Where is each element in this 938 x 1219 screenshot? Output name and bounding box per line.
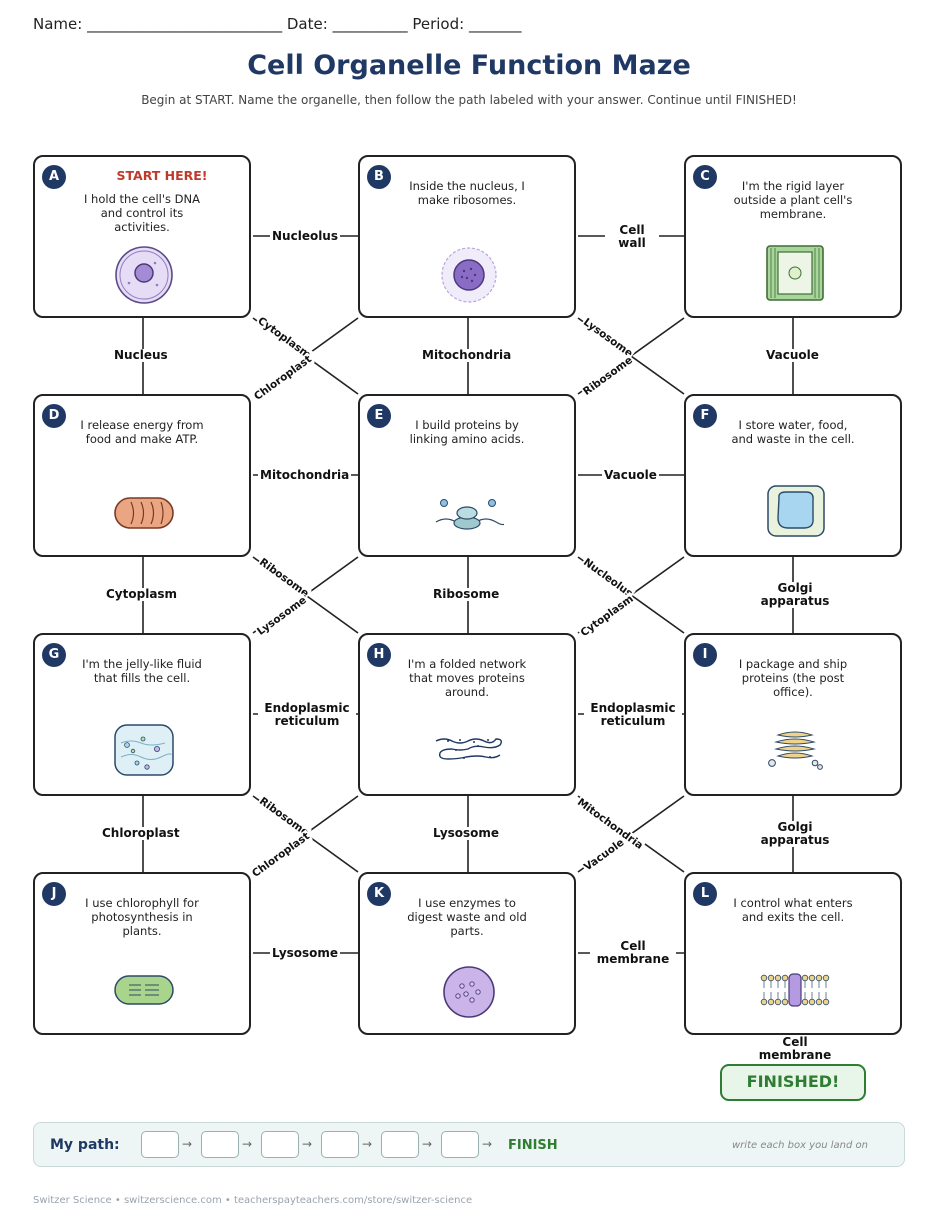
maze-box-h[interactable]: H I'm a folded network that moves protei… (358, 633, 576, 796)
name-label: Name: (33, 15, 83, 33)
mitochondrion-icon (114, 497, 174, 529)
path-answer-slot-5[interactable] (381, 1131, 419, 1158)
maze-box-c[interactable]: C I'm the rigid layer outside a plant ce… (684, 155, 902, 318)
maze-box-k[interactable]: K I use enzymes to digest waste and old … (358, 872, 576, 1035)
path-answer-slot-3[interactable] (261, 1131, 299, 1158)
arrow-icon: → (242, 1137, 253, 1151)
box-clue: I hold the cell's DNA and control its ac… (84, 192, 200, 234)
box-clue: I store water, food, and waste in the ce… (731, 418, 855, 446)
vacuole-icon (767, 485, 825, 537)
path-label-k-l[interactable]: Cell membrane (590, 940, 676, 966)
ribosome-icon (435, 499, 504, 530)
cytoplasm-icon (114, 724, 174, 776)
path-label-h-i[interactable]: Endoplasmic reticulum (584, 702, 682, 728)
nucleolus-icon (441, 247, 497, 303)
path-label-e-f[interactable]: Vacuole (602, 468, 659, 482)
start-label: START HERE! (116, 168, 208, 183)
box-clue: I build proteins by linking amino acids. (409, 418, 525, 446)
box-letter: D (42, 404, 66, 428)
path-label-g-h[interactable]: Endoplasmic reticulum (258, 702, 356, 728)
maze-box-b[interactable]: B Inside the nucleus, I make ribosomes. (358, 155, 576, 318)
maze-box-e[interactable]: E I build proteins by linking amino acid… (358, 394, 576, 557)
arrow-icon: → (302, 1137, 313, 1151)
period-label: Period: (412, 15, 465, 33)
path-label-d-g[interactable]: Cytoplasm (104, 587, 180, 601)
maze-box-i[interactable]: I I package and ship proteins (the post … (684, 633, 902, 796)
box-letter: E (367, 404, 391, 428)
golgi-apparatus-icon (768, 731, 823, 770)
box-clue: I'm the rigid layer outside a plant cell… (733, 179, 853, 221)
arrow-icon: → (362, 1137, 373, 1151)
path-label-i-l[interactable]: Golgi apparatus (753, 821, 837, 847)
maze-box-a[interactable]: A START HERE! I hold the cell's DNA and … (33, 155, 251, 318)
finish-label: FINISH (508, 1138, 558, 1153)
path-label-a-d[interactable]: Nucleus (112, 348, 170, 362)
path-label-f-i[interactable]: Golgi apparatus (753, 582, 837, 608)
box-letter: C (693, 165, 717, 189)
path-label-b-c[interactable]: Cell wall (605, 224, 659, 250)
student-info-line: Name: __________________________ Date: _… (33, 15, 521, 33)
box-letter: B (367, 165, 391, 189)
path-label-e-h[interactable]: Ribosome (431, 587, 502, 601)
path-hint: write each box you land on (732, 1140, 868, 1151)
cell-membrane-icon (760, 973, 830, 1007)
path-answer-slot-1[interactable] (141, 1131, 179, 1158)
maze-box-f[interactable]: F I store water, food, and waste in the … (684, 394, 902, 557)
cell-wall-icon (766, 245, 824, 301)
path-label-d-e[interactable]: Mitochondria (258, 468, 352, 482)
footer-credit: Switzer Science • switzerscience.com • t… (33, 1195, 473, 1206)
box-letter: K (367, 882, 391, 906)
box-letter: F (693, 404, 717, 428)
arrow-icon: → (182, 1137, 193, 1151)
my-path-bar: My path: → → → → → → FINISH write each b… (33, 1122, 905, 1167)
my-path-label: My path: (50, 1137, 120, 1153)
nucleus-icon (115, 246, 173, 304)
path-label-h-k[interactable]: Lysosome (431, 826, 502, 840)
box-clue: I'm the jelly-like fluid that fills the … (82, 657, 202, 685)
box-clue: Inside the nucleus, I make ribosomes. (409, 179, 525, 207)
lysosome-icon (443, 966, 495, 1018)
arrow-icon: → (422, 1137, 433, 1151)
chloroplast-icon (114, 975, 174, 1005)
date-label: Date: (286, 15, 328, 33)
box-clue: I use enzymes to digest waste and old pa… (407, 896, 527, 938)
path-answer-slot-4[interactable] (321, 1131, 359, 1158)
path-answer-slot-6[interactable] (441, 1131, 479, 1158)
maze-box-g[interactable]: G I'm the jelly-like fluid that fills th… (33, 633, 251, 796)
box-letter: G (42, 643, 66, 667)
period-field[interactable]: _______ (468, 15, 522, 33)
maze-box-j[interactable]: J I use chlorophyll for photosynthesis i… (33, 872, 251, 1035)
box-clue: I package and ship proteins (the post of… (738, 657, 848, 699)
path-label-c-f[interactable]: Vacuole (764, 348, 821, 362)
box-letter: J (42, 882, 66, 906)
box-letter: H (367, 643, 391, 667)
maze-box-l[interactable]: L I control what enters and exits the ce… (684, 872, 902, 1035)
arrow-icon: → (482, 1137, 493, 1151)
instructions: Begin at START. Name the organelle, then… (141, 93, 797, 107)
box-clue: I'm a folded network that moves proteins… (407, 657, 527, 699)
box-clue: I release energy from food and make ATP. (80, 418, 204, 446)
path-label-j-k[interactable]: Lysosome (270, 946, 341, 960)
path-label-a-b[interactable]: Nucleolus (270, 229, 340, 243)
box-letter: I (693, 643, 717, 667)
box-clue: I control what enters and exits the cell… (733, 896, 853, 924)
path-label-l-finish[interactable]: Cell membrane (752, 1036, 838, 1062)
endoplasmic-reticulum-icon (435, 738, 503, 760)
date-field[interactable]: __________ (332, 15, 408, 33)
page-title: Cell Organelle Function Maze (247, 50, 691, 81)
finished-badge: FINISHED! (720, 1064, 866, 1101)
box-letter: L (693, 882, 717, 906)
box-letter: A (42, 165, 66, 189)
box-clue: I use chlorophyll for photosynthesis in … (85, 896, 199, 938)
maze-box-d[interactable]: D I release energy from food and make AT… (33, 394, 251, 557)
name-field[interactable]: __________________________ (87, 15, 283, 33)
path-answer-slot-2[interactable] (201, 1131, 239, 1158)
path-label-g-j[interactable]: Chloroplast (100, 826, 182, 840)
path-label-b-e[interactable]: Mitochondria (420, 348, 514, 362)
